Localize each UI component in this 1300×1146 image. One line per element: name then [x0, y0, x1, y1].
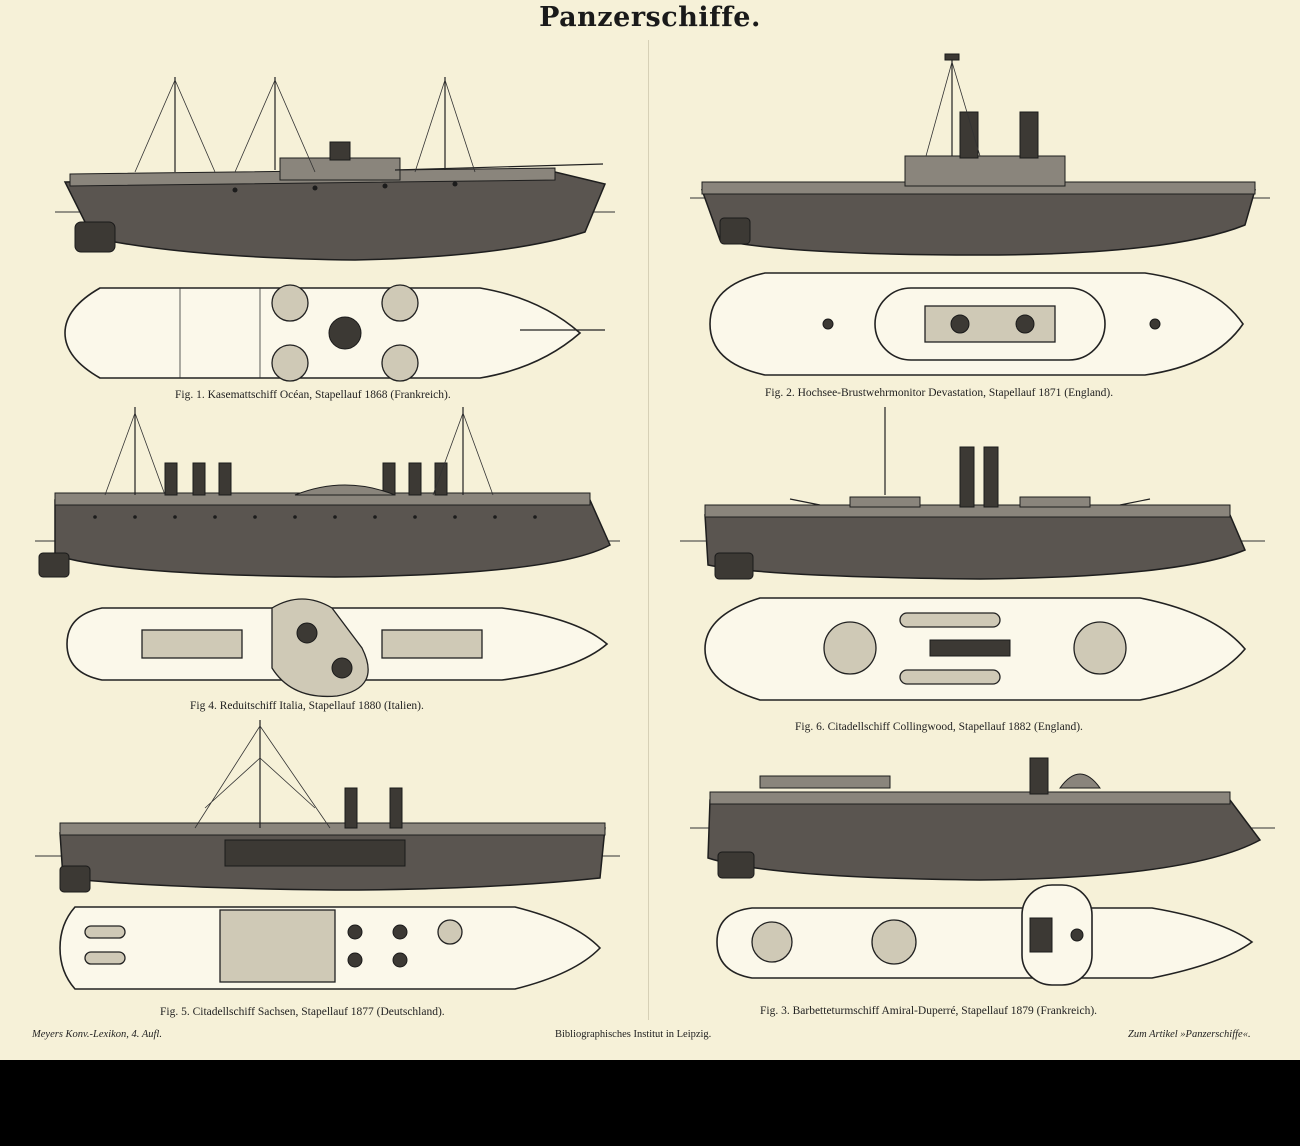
fig2-caption: Fig. 2. Hochsee-Brustwehrmonitor Devasta…	[765, 387, 1114, 399]
fig3-caption: Fig. 3. Barbetteturmschiff Amiral-Duperr…	[760, 1005, 1098, 1017]
footer-article-reference: Zum Artikel »Panzerschiffe«.	[1128, 1029, 1251, 1040]
engraving-plate: Panzerschiffe. Fig. 1. Kasemattschiff Oc…	[0, 0, 1300, 1060]
fig4-side-view	[35, 407, 620, 578]
fig5-side-view	[35, 720, 620, 893]
fig3-deck-plan	[716, 884, 1254, 986]
fig6-deck-plan	[704, 597, 1247, 701]
fig4-caption: Fig 4. Reduitschiff Italia, Stapellauf 1…	[190, 700, 424, 712]
fig2-side-view	[690, 53, 1270, 256]
fig4-portholes	[93, 515, 537, 519]
fig6-side-view	[680, 407, 1265, 580]
fig3-side-view	[690, 757, 1275, 881]
fig4-deck-plan	[66, 598, 609, 698]
fig1-caption: Fig. 1. Kasemattschiff Océan, Stapellauf…	[175, 389, 451, 401]
bottom-black-bar	[0, 1060, 1300, 1146]
fig1-side-view	[55, 77, 615, 261]
fig1-deck-plan	[64, 284, 605, 382]
fig5-deck-plan	[59, 906, 602, 990]
footer-publisher: Bibliographisches Institut in Leipzig.	[555, 1029, 712, 1040]
fig5-caption: Fig. 5. Citadellschiff Sachsen, Stapella…	[160, 1006, 445, 1018]
fig6-caption: Fig. 6. Citadellschiff Collingwood, Stap…	[795, 721, 1083, 733]
page-fold	[648, 40, 649, 1020]
fig2-deck-plan	[709, 272, 1244, 376]
plate-title: Panzerschiffe.	[539, 2, 761, 33]
footer-publication: Meyers Konv.-Lexikon, 4. Aufl.	[32, 1029, 162, 1040]
